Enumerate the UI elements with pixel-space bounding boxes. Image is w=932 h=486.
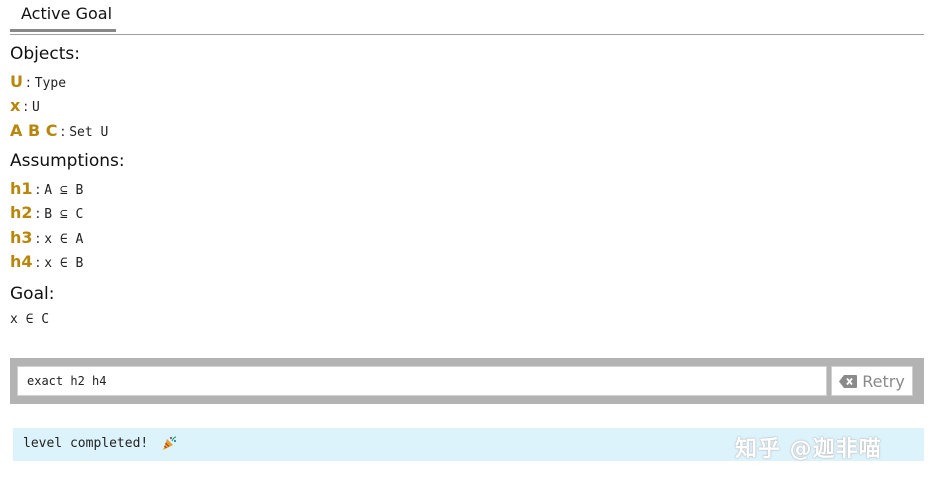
assumption-row: h2:B ⊆ C bbox=[10, 203, 84, 222]
tab-label: Active Goal bbox=[21, 4, 113, 23]
retry-label: Retry bbox=[862, 371, 905, 391]
retry-button[interactable]: Retry bbox=[831, 366, 913, 396]
objects-heading: Objects: bbox=[10, 44, 80, 64]
object-type: Set U bbox=[69, 125, 109, 140]
object-type: Type bbox=[34, 76, 67, 91]
assumption-type: B ⊆ C bbox=[44, 207, 84, 222]
goal-heading: Goal: bbox=[10, 284, 55, 304]
object-row: A B C:Set U bbox=[10, 121, 109, 140]
assumption-name: h2 bbox=[10, 203, 33, 222]
object-name: x bbox=[10, 96, 21, 115]
assumption-type: A ⊆ B bbox=[44, 183, 84, 198]
assumption-type: x ∈ A bbox=[44, 232, 84, 247]
object-row: x:U bbox=[10, 96, 40, 115]
assumption-row: h3:x ∈ A bbox=[10, 228, 84, 247]
assumption-type: x ∈ B bbox=[44, 256, 84, 271]
assumptions-heading: Assumptions: bbox=[10, 151, 125, 171]
assumption-row: h4:x ∈ B bbox=[10, 252, 84, 271]
object-type: U bbox=[32, 100, 40, 115]
goal-statement: x ∈ C bbox=[10, 312, 50, 327]
object-row: U:Type bbox=[10, 72, 67, 91]
watermark: 知乎 @迦非喵 bbox=[735, 437, 882, 462]
assumption-name: h4 bbox=[10, 252, 33, 271]
tab-active-goal[interactable]: Active Goal bbox=[10, 0, 116, 32]
command-input[interactable]: exact h2 h4 bbox=[17, 366, 827, 396]
tab-bar: Active Goal bbox=[10, 0, 924, 35]
object-name: U bbox=[10, 72, 23, 91]
party-popper-icon bbox=[161, 435, 177, 455]
object-name: A B C bbox=[10, 121, 58, 140]
goal-row: x ∈ C bbox=[10, 312, 49, 334]
assumption-name: h3 bbox=[10, 228, 33, 247]
command-panel: exact h2 h4 Retry bbox=[10, 358, 924, 404]
assumption-name: h1 bbox=[10, 179, 33, 198]
assumption-row: h1:A ⊆ B bbox=[10, 179, 84, 198]
command-text: exact h2 h4 bbox=[27, 374, 107, 388]
backspace-icon bbox=[839, 374, 858, 388]
completion-message: level completed! bbox=[23, 436, 149, 451]
completion-banner: level completed! bbox=[13, 428, 924, 461]
